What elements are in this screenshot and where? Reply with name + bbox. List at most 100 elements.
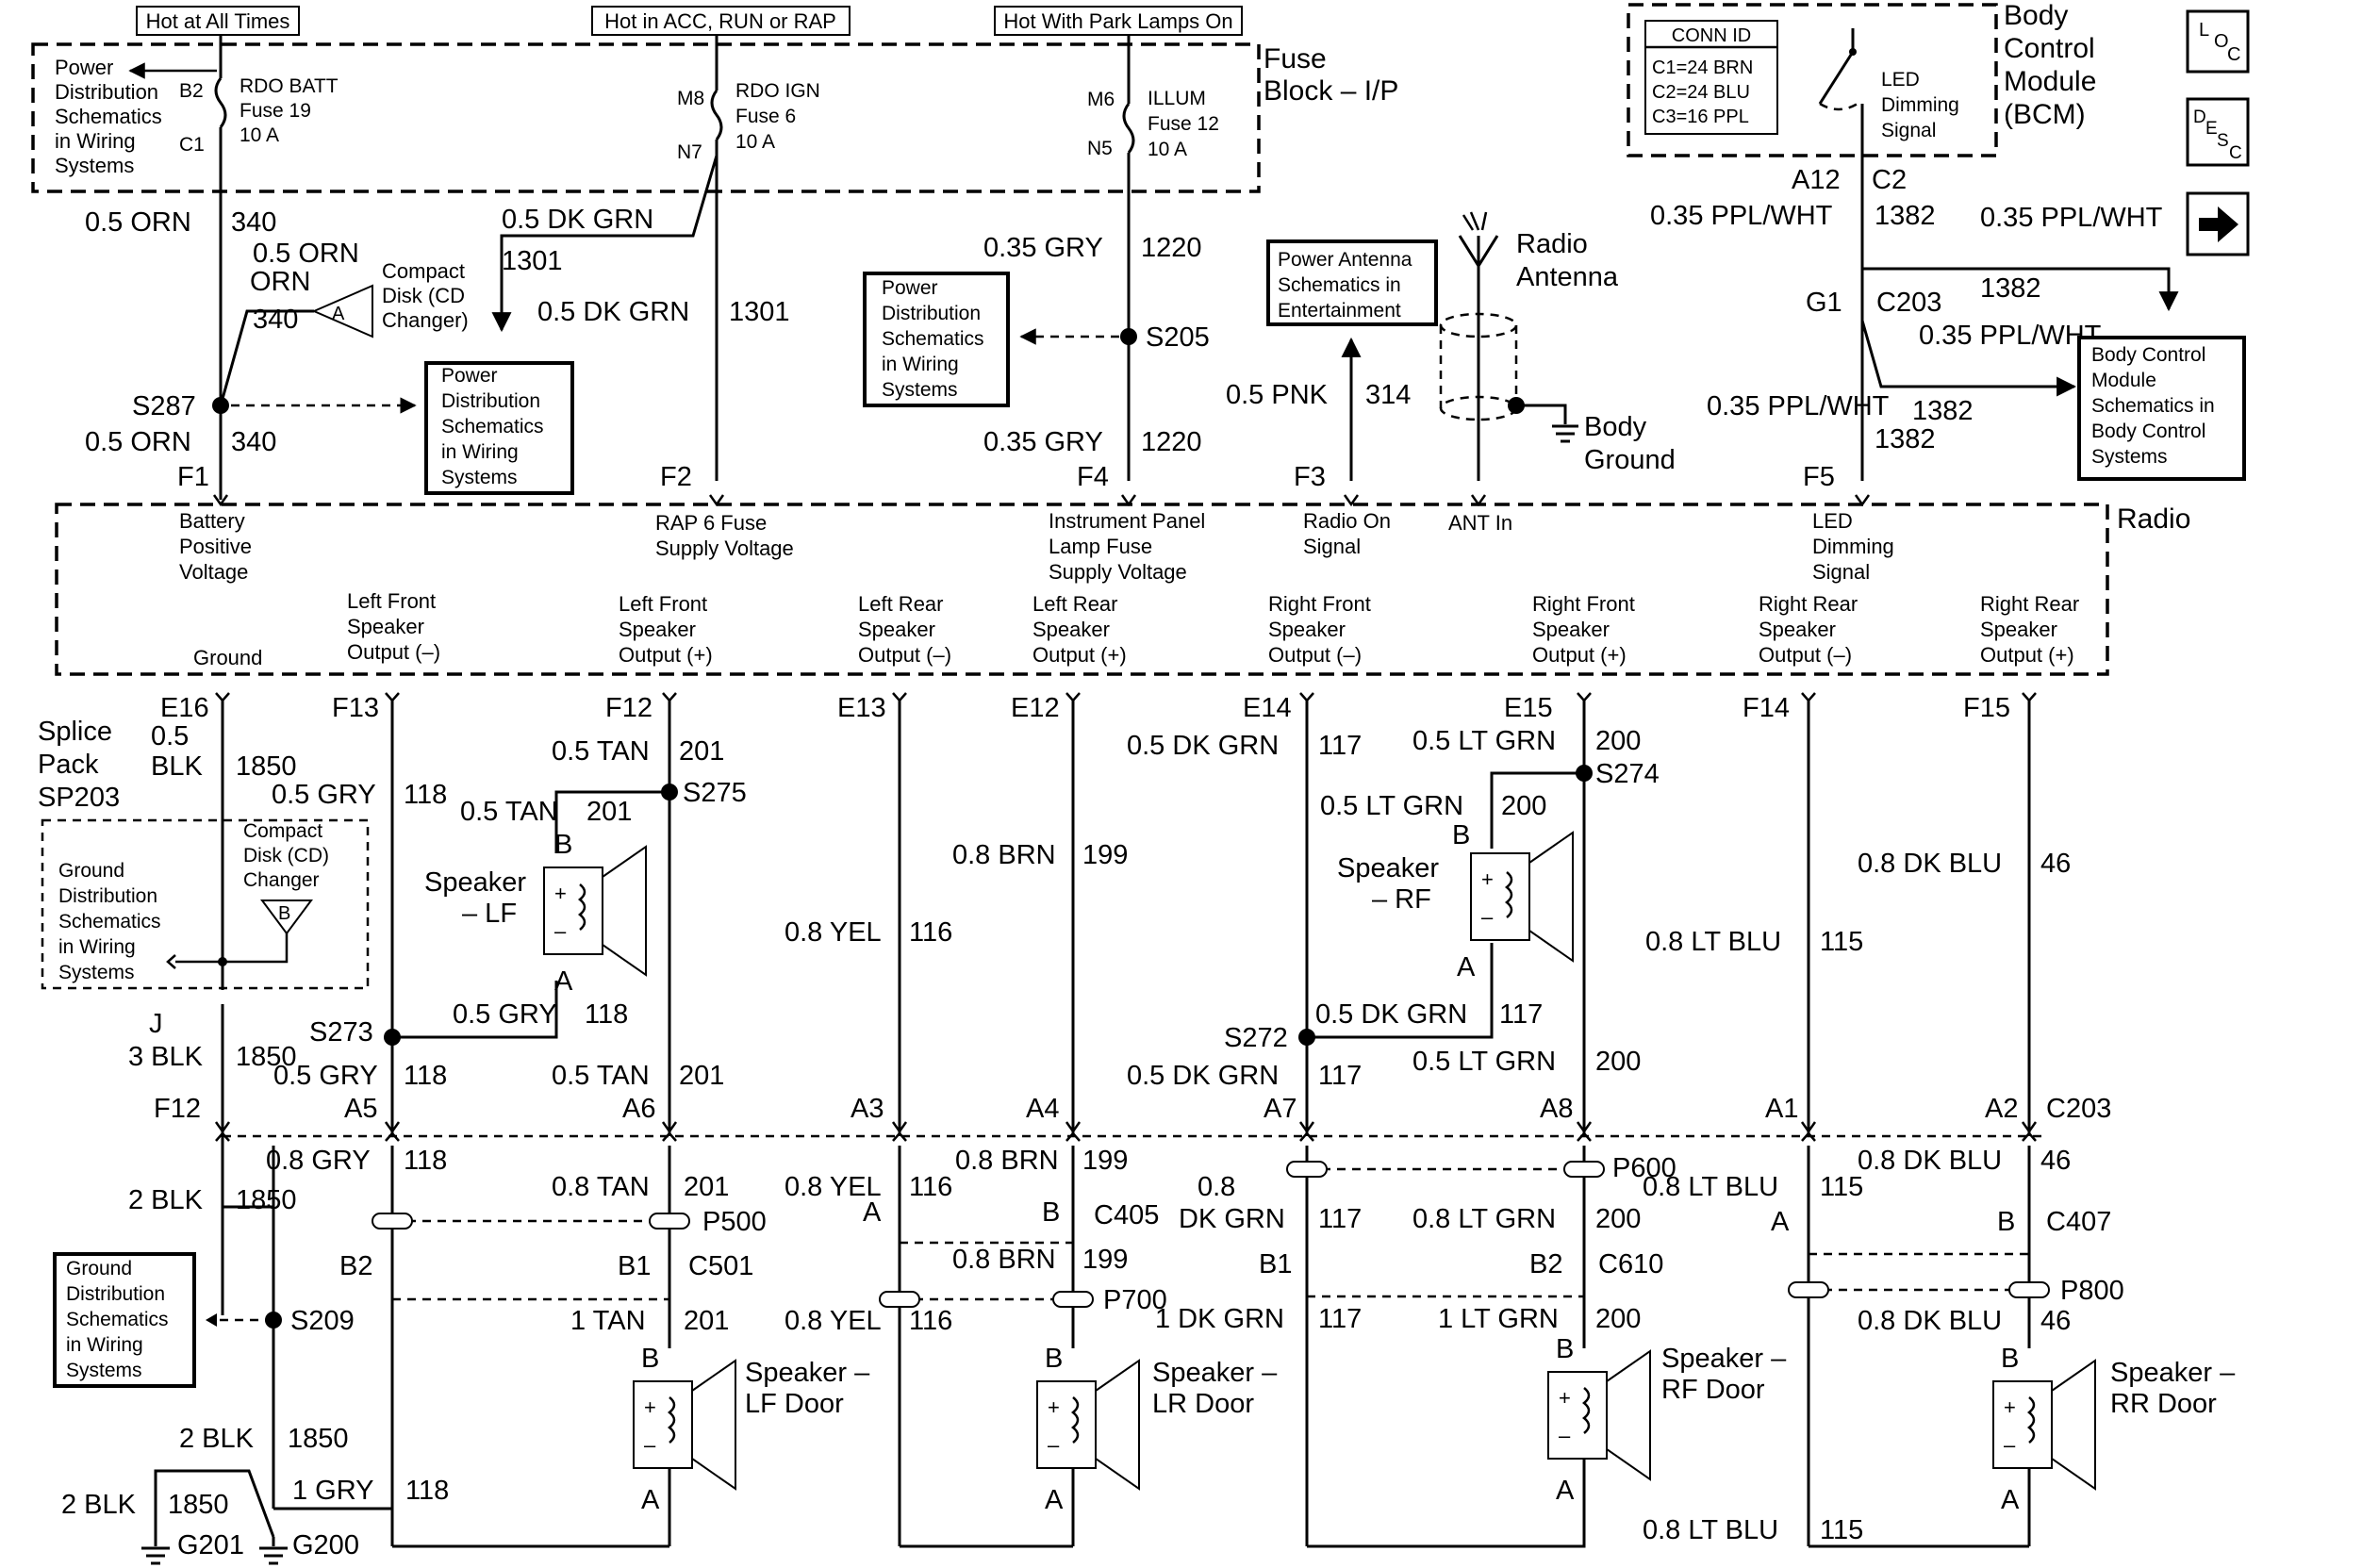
loc-button[interactable]: LOC	[2186, 9, 2250, 74]
svg-text:3 BLK: 3 BLK	[128, 1042, 204, 1072]
svg-text:+: +	[1481, 867, 1494, 891]
svg-text:B: B	[278, 903, 290, 924]
svg-text:S287: S287	[132, 391, 196, 421]
rdo-batt-terminal-top: B2	[179, 80, 204, 102]
svg-text:S274: S274	[1595, 759, 1660, 789]
svg-text:E15: E15	[1504, 693, 1553, 723]
svg-text:1850: 1850	[168, 1490, 229, 1520]
rdo-batt-name: RDO BATT	[240, 75, 339, 97]
radio-title: Radio	[2117, 503, 2190, 535]
svg-text:1 DK GRN: 1 DK GRN	[1155, 1304, 1284, 1334]
svg-text:A: A	[332, 304, 345, 324]
svg-text:199: 199	[1082, 1245, 1128, 1275]
svg-text:C: C	[2229, 143, 2242, 163]
svg-text:200: 200	[1595, 1304, 1641, 1334]
svg-text:0.8 TAN: 0.8 TAN	[552, 1172, 650, 1202]
svg-text:118: 118	[405, 1476, 449, 1506]
svg-text:118: 118	[404, 1061, 447, 1091]
bcm-conn-id-c3: C3=16 PPL	[1652, 107, 1749, 127]
svg-text:1382: 1382	[1912, 396, 1974, 426]
svg-text:F13: F13	[332, 693, 379, 723]
right-arrow-icon	[2199, 206, 2238, 242]
svg-text:1850: 1850	[236, 1042, 297, 1072]
svg-text:F15: F15	[1963, 693, 2010, 723]
svg-text:115: 115	[1820, 1515, 1863, 1545]
svg-text:B2: B2	[339, 1251, 372, 1281]
svg-text:340: 340	[231, 427, 276, 457]
batt-source-label: Hot at All Times	[146, 9, 290, 33]
svg-text:+: +	[644, 1395, 656, 1419]
svg-text:F12: F12	[154, 1094, 201, 1124]
svg-text:G200: G200	[292, 1530, 359, 1560]
svg-text:B: B	[1045, 1344, 1063, 1374]
svg-text:200: 200	[1501, 791, 1546, 821]
radio-antenna-label: Radio	[1516, 229, 1588, 259]
svg-text:F14: F14	[1743, 693, 1790, 723]
svg-text:S205: S205	[1146, 322, 1210, 353]
speaker-rf-door-label: Speaker –RF Door	[1661, 1344, 1787, 1405]
rdo-batt-terminal-bottom: C1	[179, 134, 205, 156]
body-ground-icon	[1552, 424, 1578, 443]
svg-text:D: D	[2193, 107, 2206, 127]
svg-text:0.8 YEL: 0.8 YEL	[785, 917, 882, 948]
svg-text:0.5 GRY: 0.5 GRY	[453, 999, 557, 1030]
rdo-ign-fuse: Fuse 6	[735, 106, 796, 127]
svg-text:0.8 DK BLU: 0.8 DK BLU	[1858, 1146, 2002, 1176]
svg-text:A: A	[554, 966, 573, 997]
svg-text:A12: A12	[1792, 165, 1841, 195]
svg-text:201: 201	[679, 736, 724, 767]
svg-text:G201: G201	[177, 1530, 244, 1560]
svg-text:1301: 1301	[729, 297, 790, 327]
svg-text:P500: P500	[702, 1207, 767, 1237]
svg-text:1850: 1850	[236, 751, 297, 782]
svg-text:B: B	[1452, 820, 1470, 850]
speaker-rf-label: Speaker	[1337, 853, 1439, 883]
svg-text:A8: A8	[1540, 1094, 1573, 1124]
svg-text:B: B	[641, 1344, 659, 1374]
svg-text:0.8 LT BLU: 0.8 LT BLU	[1643, 1515, 1778, 1545]
svg-text:200: 200	[1595, 1204, 1641, 1234]
svg-text:A: A	[1771, 1207, 1790, 1237]
svg-text:0.5 DK GRN: 0.5 DK GRN	[1315, 999, 1467, 1030]
svg-text:DK GRN: DK GRN	[1179, 1204, 1285, 1234]
svg-text:1382: 1382	[1875, 424, 1936, 454]
ground-g201-icon	[141, 1537, 170, 1565]
svg-text:1850: 1850	[236, 1185, 297, 1215]
svg-text:0.35 PPL/WHT: 0.35 PPL/WHT	[1707, 391, 1890, 421]
svg-text:F3: F3	[1294, 462, 1326, 492]
svg-text:0.5 LT GRN: 0.5 LT GRN	[1412, 726, 1556, 756]
svg-text:C: C	[2227, 44, 2240, 65]
svg-text:B: B	[1042, 1197, 1060, 1228]
svg-text:0.5 DK GRN: 0.5 DK GRN	[1127, 1061, 1279, 1091]
svg-text:–: –	[2004, 1433, 2016, 1457]
svg-text:F5: F5	[1803, 462, 1835, 492]
speaker-lf-door-icon: B +– A	[633, 1344, 736, 1515]
svg-text:117: 117	[1318, 1304, 1362, 1334]
svg-text:0.5 LT GRN: 0.5 LT GRN	[1320, 791, 1463, 821]
svg-text:B1: B1	[618, 1251, 651, 1281]
svg-text:S: S	[2217, 131, 2229, 151]
rdo-ign-name: RDO IGN	[735, 80, 820, 102]
svg-text:E12: E12	[1011, 693, 1060, 723]
svg-text:1850: 1850	[288, 1424, 349, 1454]
next-page-button[interactable]	[2186, 191, 2250, 256]
svg-text:116: 116	[909, 917, 952, 948]
svg-text:118: 118	[404, 1146, 447, 1176]
svg-text:A: A	[863, 1197, 882, 1228]
svg-text:2 BLK: 2 BLK	[61, 1490, 137, 1520]
svg-text:A: A	[1556, 1476, 1575, 1506]
svg-text:0.8 YEL: 0.8 YEL	[785, 1172, 882, 1202]
svg-text:F1: F1	[177, 462, 209, 492]
svg-text:C610: C610	[1598, 1249, 1663, 1279]
